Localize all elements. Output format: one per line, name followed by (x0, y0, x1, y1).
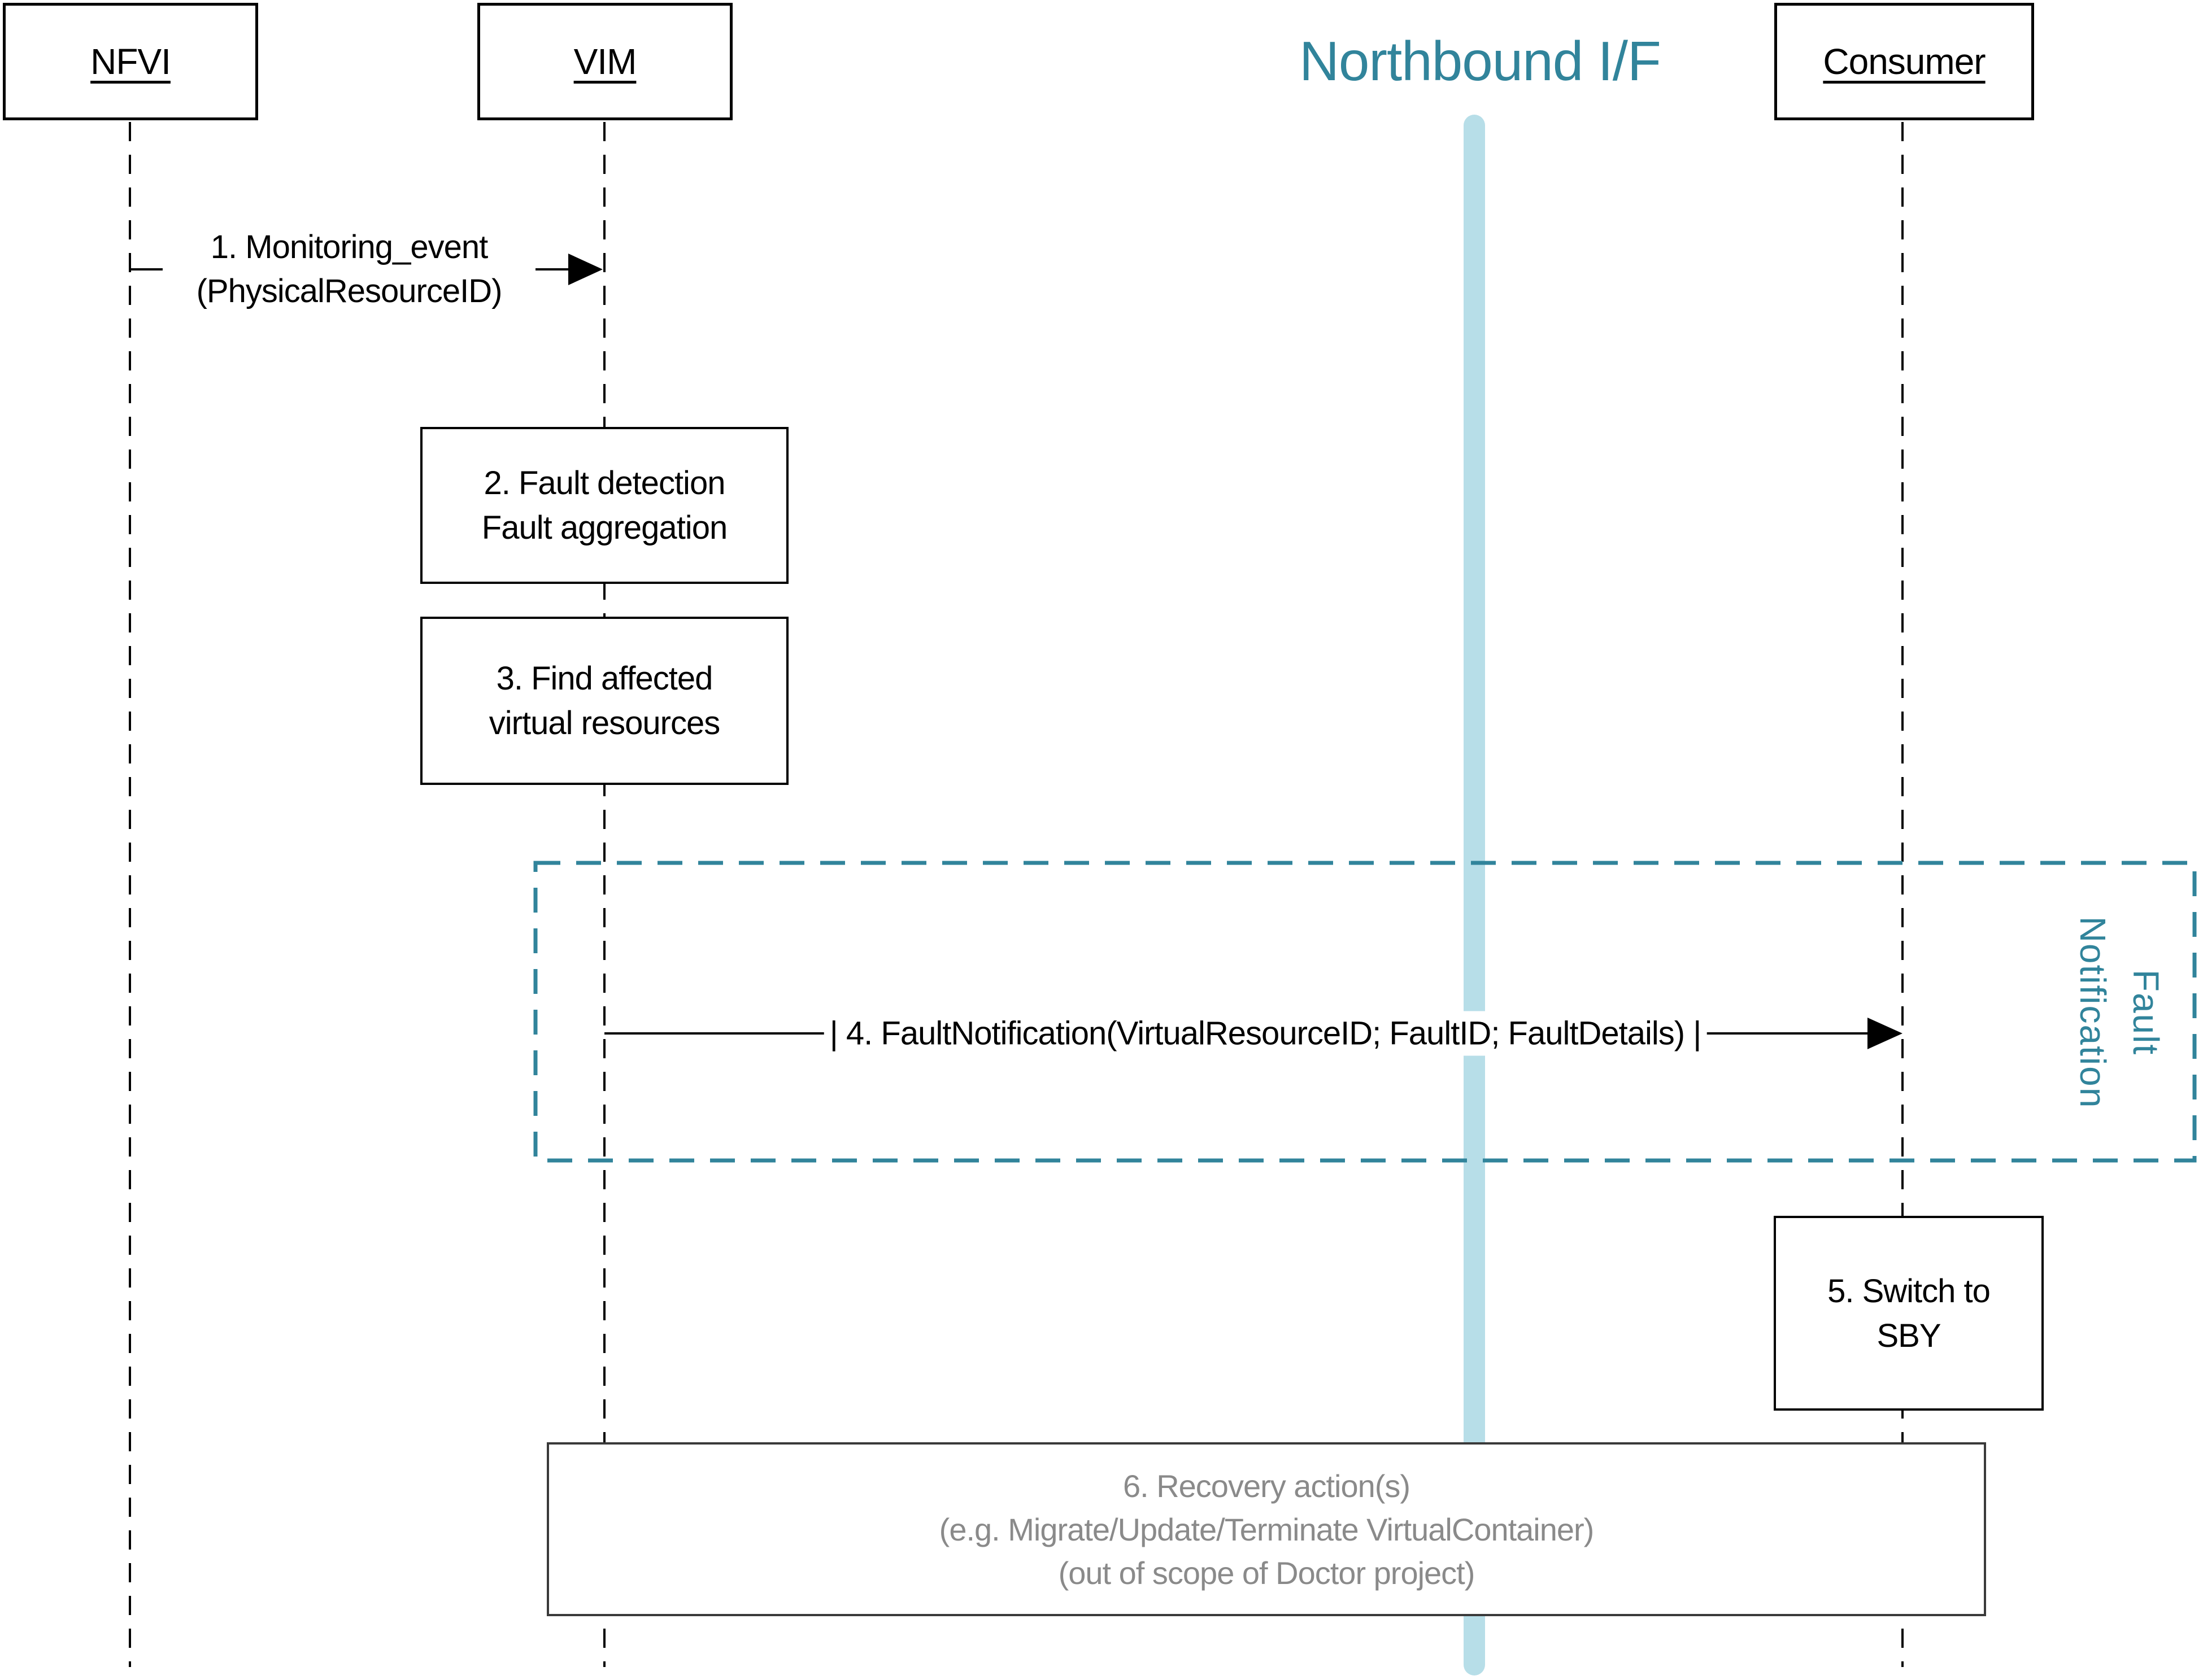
activity-2-line2: Fault aggregation (481, 509, 728, 546)
message-1-line1: 1. Monitoring_event (210, 229, 488, 265)
activity-5-line1: 5. Switch to (1827, 1272, 1991, 1310)
message-1-line2: (PhysicalResourceID) (196, 273, 503, 309)
actor-label-vim: VIM (573, 41, 637, 82)
activity-5-line2: SBY (1877, 1317, 1941, 1354)
message-4-arrowhead (1867, 1018, 1902, 1049)
recovery-line1: 6. Recovery action(s) (1122, 1468, 1410, 1504)
fault-notification-label-line1: Fault (2126, 969, 2166, 1056)
actor-label-consumer: Consumer (1823, 41, 1986, 82)
activity-box-3: 3. Find affected virtual resources (420, 617, 789, 785)
recovery-box-6: 6. Recovery action(s) (e.g. Migrate/Upda… (547, 1442, 1986, 1616)
recovery-line3: (out of scope of Doctor project) (1058, 1555, 1475, 1591)
message-4-label: | 4. FaultNotification(VirtualResourceID… (824, 1011, 1707, 1056)
actor-label-nfvi: NFVI (90, 41, 171, 82)
actor-box-vim: VIM (477, 3, 733, 120)
activity-3-line2: virtual resources (489, 705, 720, 741)
fault-notification-label-line2: Notification (2073, 916, 2113, 1109)
fault-notification-label: Fault Notification (2066, 917, 2172, 1109)
actor-box-consumer: Consumer (1774, 3, 2034, 120)
message-1-arrowhead (568, 254, 603, 285)
activity-3-line1: 3. Find affected (496, 660, 713, 697)
actor-box-nfvi: NFVI (3, 3, 258, 120)
fault-notification-frame (533, 861, 2197, 1163)
activity-box-5: 5. Switch to SBY (1774, 1216, 2044, 1411)
message-1-label: 1. Monitoring_event (PhysicalResourceID) (163, 223, 535, 316)
activity-box-2: 2. Fault detection Fault aggregation (420, 427, 789, 584)
activity-2-line1: 2. Fault detection (484, 465, 726, 501)
recovery-line2: (e.g. Migrate/Update/Terminate VirtualCo… (939, 1511, 1595, 1547)
northbound-title: Northbound I/F (1299, 30, 1661, 92)
